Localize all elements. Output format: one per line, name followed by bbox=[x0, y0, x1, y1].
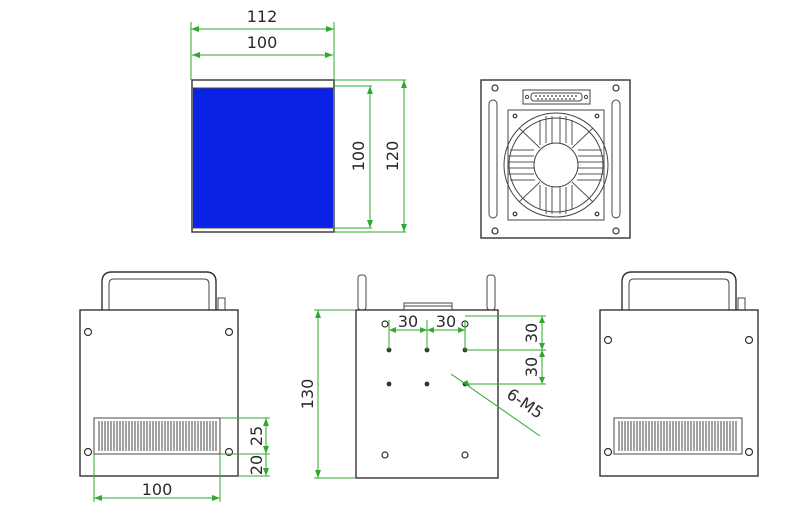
dim-label-spacing-1: 30 bbox=[398, 312, 418, 331]
m5-holes bbox=[386, 347, 468, 387]
fan-frame bbox=[507, 109, 605, 221]
dim-label-vertical-2: 30 bbox=[522, 357, 541, 377]
dim-label-height: 130 bbox=[298, 379, 317, 410]
front-view: 112 100 100 120 bbox=[190, 7, 407, 233]
bottom-view: 130 30 30 30 30 6-M5 bbox=[298, 274, 547, 479]
dim-label-100-right: 100 bbox=[349, 141, 368, 172]
dim-label-grille-height: 25 bbox=[247, 426, 266, 446]
right-side-panel bbox=[599, 309, 759, 477]
left-handle bbox=[488, 99, 498, 219]
dim-label-112: 112 bbox=[247, 7, 278, 26]
rear-panel bbox=[480, 79, 631, 239]
bottom-handle-left bbox=[357, 274, 367, 311]
front-housing bbox=[191, 79, 335, 233]
cooling-grille bbox=[93, 417, 221, 455]
dim-label-grille-width: 100 bbox=[142, 480, 173, 499]
hole-callout-label: 6-M5 bbox=[503, 384, 547, 422]
right-cooling-grille bbox=[613, 417, 743, 455]
fan-hub bbox=[533, 142, 579, 188]
rear-view bbox=[480, 79, 631, 239]
dim-label-grille-offset: 20 bbox=[247, 455, 266, 475]
right-handle bbox=[611, 99, 621, 219]
fan-grille bbox=[508, 116, 604, 214]
fan-outer-ring bbox=[503, 112, 609, 218]
left-side-view: 100 25 20 bbox=[79, 271, 270, 502]
right-cable-gland bbox=[737, 297, 746, 311]
db25-connector bbox=[522, 89, 591, 105]
dim-label-120: 120 bbox=[383, 141, 402, 172]
right-top-handle bbox=[621, 271, 737, 310]
dim-label-vertical-1: 30 bbox=[522, 323, 541, 343]
dim-label-spacing-2: 30 bbox=[436, 312, 456, 331]
dim-label-100-top: 100 bbox=[247, 33, 278, 52]
bottom-handle-right bbox=[486, 274, 496, 311]
top-handle bbox=[101, 271, 217, 310]
right-side-view bbox=[599, 271, 759, 477]
cable-gland bbox=[217, 297, 226, 311]
left-side-panel bbox=[79, 309, 239, 477]
emitter-window bbox=[193, 88, 333, 228]
